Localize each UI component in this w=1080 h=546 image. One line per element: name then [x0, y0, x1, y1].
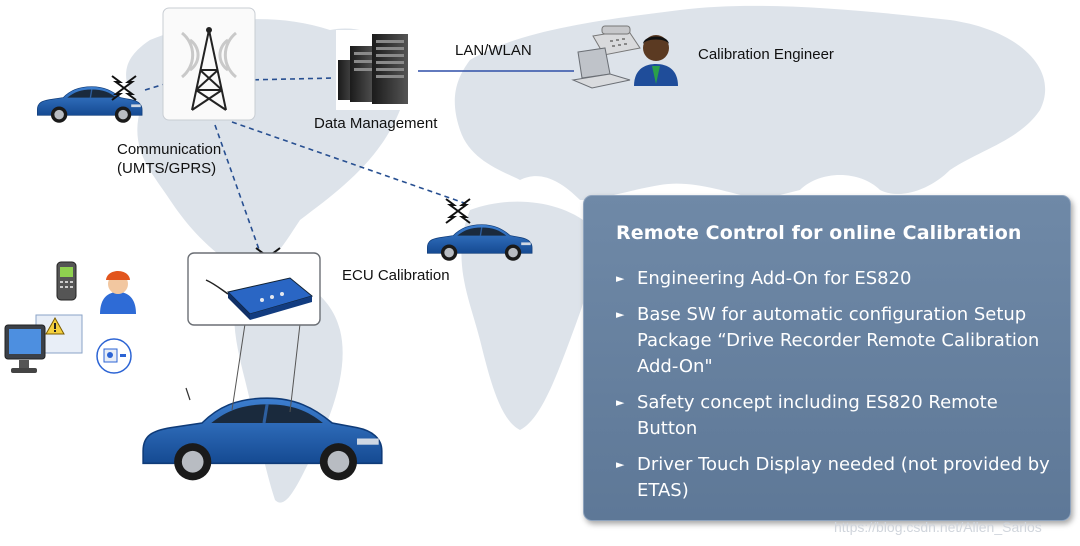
- info-panel: Remote Control for online Calibration ► E…: [583, 195, 1071, 521]
- bullet-item: ► Driver Touch Display needed (not provid…: [616, 452, 1061, 504]
- car-icon-large: [141, 396, 384, 482]
- cell-tower-icon: [162, 7, 256, 121]
- bullet-item: ► Base SW for automatic configuration Set…: [616, 302, 1061, 380]
- bullet-text: Safety concept including ES820 Remote Bu…: [637, 392, 998, 439]
- laptop-icon: [571, 47, 631, 89]
- watermark: https://blog.csdn.net/Allen_Sarlos: [834, 519, 1042, 535]
- communication-protocol-label: (UMTS/GPRS): [117, 160, 217, 177]
- ecu-calibration-label: ECU Calibration: [342, 267, 450, 284]
- bullet-arrow-icon: ►: [616, 458, 625, 471]
- bullet-arrow-icon: ►: [616, 308, 625, 321]
- car-icon-top-left: [36, 86, 143, 124]
- warning-icon: [45, 316, 65, 335]
- bullet-arrow-icon: ►: [616, 272, 625, 285]
- monitor-icon: [4, 314, 83, 373]
- ecu-module-icon: [187, 252, 321, 413]
- bullet-text: Driver Touch Display needed (not provide…: [637, 454, 1050, 501]
- mobile-phone-icon: [56, 261, 77, 301]
- bullet-item: ► Engineering Add-On for ES820: [616, 266, 1061, 292]
- bullet-arrow-icon: ►: [616, 396, 625, 409]
- bullet-text: Base SW for automatic configuration Setu…: [637, 304, 1040, 377]
- world-map: [126, 5, 1046, 503]
- server-rack-icon: [336, 30, 416, 110]
- bullet-text: Engineering Add-On for ES820: [637, 268, 912, 289]
- engineer-avatar-icon: [634, 35, 678, 86]
- panel-title: Remote Control for online Calibration: [616, 222, 1022, 244]
- communication-label: Communication: [117, 141, 222, 158]
- calibration-engineer-label: Calibration Engineer: [698, 46, 834, 63]
- remote-button-icon: [96, 338, 132, 374]
- data-management-label: Data Management: [314, 115, 438, 132]
- bullet-list: ► Engineering Add-On for ES820 ► Base SW f…: [616, 266, 1061, 514]
- lan-wlan-label: LAN/WLAN: [455, 42, 532, 59]
- bullet-item: ► Safety concept including ES820 Remote B…: [616, 390, 1061, 442]
- user-icon: [100, 271, 136, 314]
